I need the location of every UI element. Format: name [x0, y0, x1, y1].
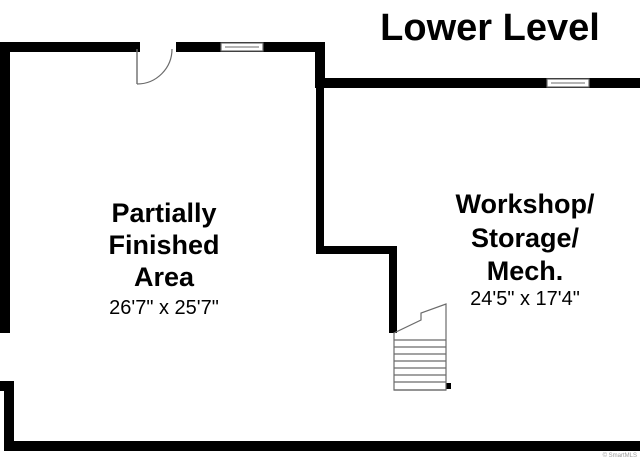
- room-workshop-storage-mech: Workshop/ Storage/ Mech. 24'5" x 17'4": [455, 189, 595, 310]
- room-name-line-2: Storage/: [471, 223, 580, 253]
- staircase-icon: [393, 303, 447, 391]
- stair-post: [446, 383, 451, 389]
- room-dimensions: 24'5" x 17'4": [470, 288, 580, 310]
- room-name-line-2: Finished: [108, 230, 219, 260]
- interior-partition: [316, 83, 397, 333]
- floor-title: Lower Level: [380, 7, 600, 49]
- top-wall-right: [176, 42, 640, 88]
- windows: [220, 42, 590, 88]
- room-partially-finished-area: Partially Finished Area 26'7" x 25'7": [108, 198, 219, 319]
- room-dimensions: 26'7" x 25'7": [109, 297, 219, 319]
- room-name-line-1: Workshop/: [455, 189, 595, 219]
- room-name-line-3: Area: [134, 262, 195, 292]
- room-name-line-3: Mech.: [487, 256, 564, 286]
- window-right: [546, 78, 590, 88]
- watermark-credit: © SmartMLS: [603, 452, 637, 459]
- window-top: [220, 42, 264, 52]
- room-name-line-1: Partially: [111, 198, 216, 228]
- door-icon: [136, 48, 173, 85]
- left-wall-upper: [0, 42, 140, 333]
- bottom-wall: [0, 381, 640, 451]
